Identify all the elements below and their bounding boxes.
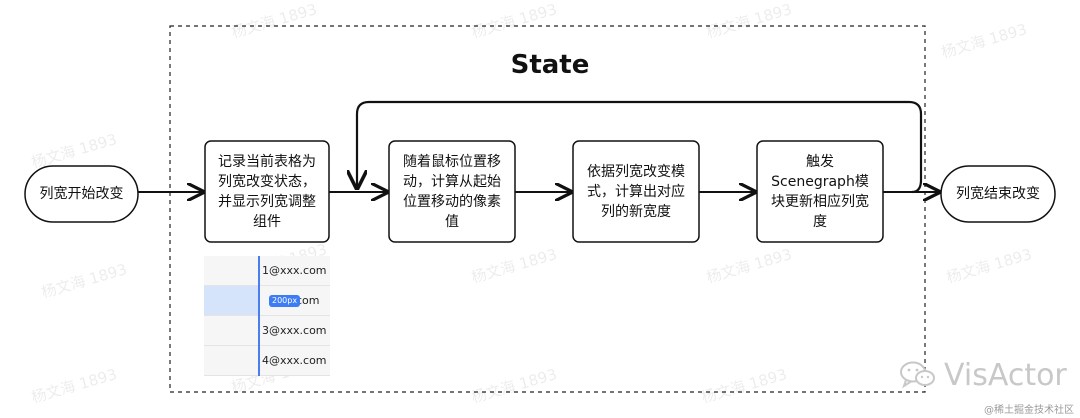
footer-note: @稀土掘金技术社区	[984, 405, 1074, 416]
step-2-label: 随着鼠标位置移 动，计算从起始 位置移动的像素 值	[389, 141, 515, 242]
table-row: 4@xxx.com	[204, 346, 330, 376]
resize-handle-line[interactable]	[258, 256, 260, 376]
step-1-line: 组件	[253, 213, 281, 230]
step-3-line: 列的新宽度	[601, 203, 671, 220]
table-cell	[204, 316, 258, 345]
step-2-line: 随着鼠标位置移	[403, 153, 501, 170]
table-cell	[204, 286, 258, 315]
step-4-line: 块更新相应列宽	[771, 193, 869, 210]
step-4-line: 触发	[806, 153, 834, 170]
table-cell	[204, 256, 258, 285]
step-2-line: 位置移动的像素	[403, 193, 501, 210]
step-4-line: 度	[813, 213, 827, 230]
step-1-line: 并显示列宽调整	[218, 193, 316, 210]
visactor-logo: VisActor	[900, 355, 1067, 395]
table-row: x.com	[204, 286, 330, 316]
table-cell: 4@xxx.com	[262, 354, 327, 367]
step-2-line: 值	[445, 213, 459, 230]
step-3-line: 依据列宽改变模	[587, 163, 685, 180]
table-cell: 3@xxx.com	[262, 324, 327, 337]
column-resize-preview: 1@xxx.com x.com 3@xxx.com 4@xxx.com 200p…	[204, 256, 330, 376]
start-node-text: 列宽开始改变	[39, 186, 124, 202]
step-1-line: 记录当前表格为	[218, 153, 316, 170]
table-cell: 1@xxx.com	[262, 264, 327, 277]
step-4-line: Scenegraph模	[771, 173, 869, 190]
wechat-icon	[900, 361, 935, 389]
table-row: 1@xxx.com	[204, 256, 330, 286]
step-3-label: 依据列宽改变模 式，计算出对应 列的新宽度	[573, 141, 699, 242]
step-1-label: 记录当前表格为 列宽改变状态， 并显示列宽调整 组件	[205, 141, 329, 242]
width-badge: 200px	[269, 295, 301, 307]
loop-back-arrow	[357, 100, 923, 194]
step-3-line: 式，计算出对应	[587, 183, 685, 200]
state-boundary	[169, 25, 926, 393]
end-node-shape	[940, 165, 1056, 223]
logo-text: VisActor	[944, 357, 1067, 393]
step-4-label: 触发 Scenegraph模 块更新相应列宽 度	[757, 141, 883, 242]
start-node-label: 列宽开始改变	[25, 166, 138, 222]
table-cell	[204, 346, 258, 375]
table-row: 3@xxx.com	[204, 316, 330, 346]
end-node-label: 列宽结束改变	[941, 166, 1055, 222]
step-2-line: 动，计算从起始	[403, 173, 501, 190]
state-title: State	[510, 50, 590, 80]
start-node-shape	[24, 165, 139, 223]
end-node-text: 列宽结束改变	[956, 186, 1040, 202]
step-1-line: 列宽改变状态，	[218, 173, 316, 190]
